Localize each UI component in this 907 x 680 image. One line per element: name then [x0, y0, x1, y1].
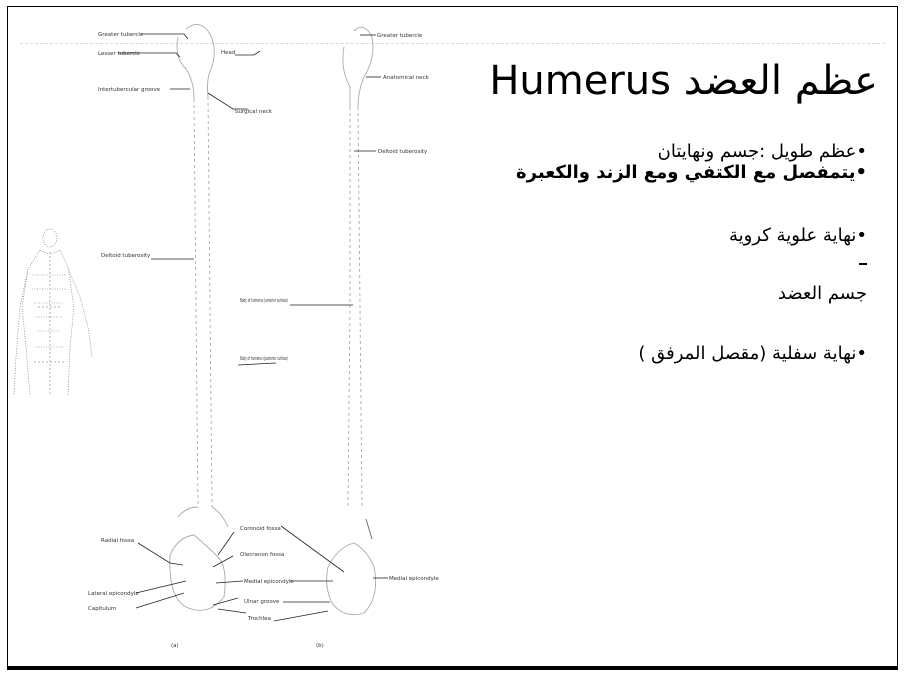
view-label-b: (b) [316, 643, 324, 649]
label-surgical-neck: Surgical neck [235, 109, 273, 115]
label-intertubercular-groove: Intertubercular groove [98, 87, 161, 93]
title-arabic: عظم العضد [683, 58, 878, 104]
label-body-anterior: Body of humerus (anterior surface) [240, 298, 288, 304]
label-anatomical-neck: Anatomical neck [383, 75, 430, 81]
label-capitulum: Capitulum [88, 606, 116, 612]
label-greater-tubercle-posterior: Greater tubercle [377, 33, 423, 39]
bullet-upper-end: •نهاية علوية كروية [728, 225, 867, 246]
frame-bottom-edge [8, 666, 897, 669]
humerus-anterior [169, 24, 229, 611]
label-body-posterior: Body of humerus (posterior surface) [240, 356, 288, 362]
label-olecranon-fossa: Olecranon fossa [240, 552, 284, 558]
humerus-posterior [326, 26, 377, 616]
humerus-diagram: Greater tubercle Lesser tubercle Intertu… [13, 24, 439, 649]
slide: Greater tubercle Lesser tubercle Intertu… [7, 6, 898, 670]
label-coronoid-fossa: Coronoid fossa [240, 526, 281, 532]
slide-title: Humerus عظم العضد [438, 51, 878, 111]
label-radial-fossa: Radial fossa [101, 538, 134, 544]
label-lateral-epicondyle: Lateral epicondyle [88, 591, 139, 597]
label-greater-tubercle: Greater tubercle [98, 32, 144, 38]
top-divider [20, 43, 885, 44]
bullet-articulation: •يتمفصل مع الكتفي ومع الزند والكعبرة [516, 162, 867, 183]
label-head: Head [221, 50, 235, 56]
label-medial-epicondyle-posterior: Medial epicondyle [389, 576, 439, 582]
bullet-shaft: جسم العضد [777, 283, 867, 304]
view-label-a: (a) [171, 643, 179, 649]
label-ulnar-groove: Ulnar groove [244, 599, 280, 605]
label-trochlea: Trochlea [247, 616, 271, 622]
label-medial-epicondyle: Medial epicondyle [244, 579, 294, 585]
diagram-labels: Greater tubercle Lesser tubercle Intertu… [88, 32, 439, 649]
bullet-long-bone: •عظم طويل :جسم ونهايتان [657, 141, 867, 162]
dash-marker [859, 263, 867, 265]
label-deltoid-tuberosity: Deltoid tuberosity [101, 253, 151, 259]
label-lesser-tubercle: Lesser tubercle [98, 51, 141, 57]
title-latin: Humerus [489, 58, 671, 104]
skeleton-thumbnail [13, 228, 93, 396]
label-deltoid-tuberosity-posterior: Deltoid tuberosity [378, 149, 428, 155]
bullet-lower-end: •نهاية سفلية (مقصل المرفق ) [638, 343, 867, 364]
